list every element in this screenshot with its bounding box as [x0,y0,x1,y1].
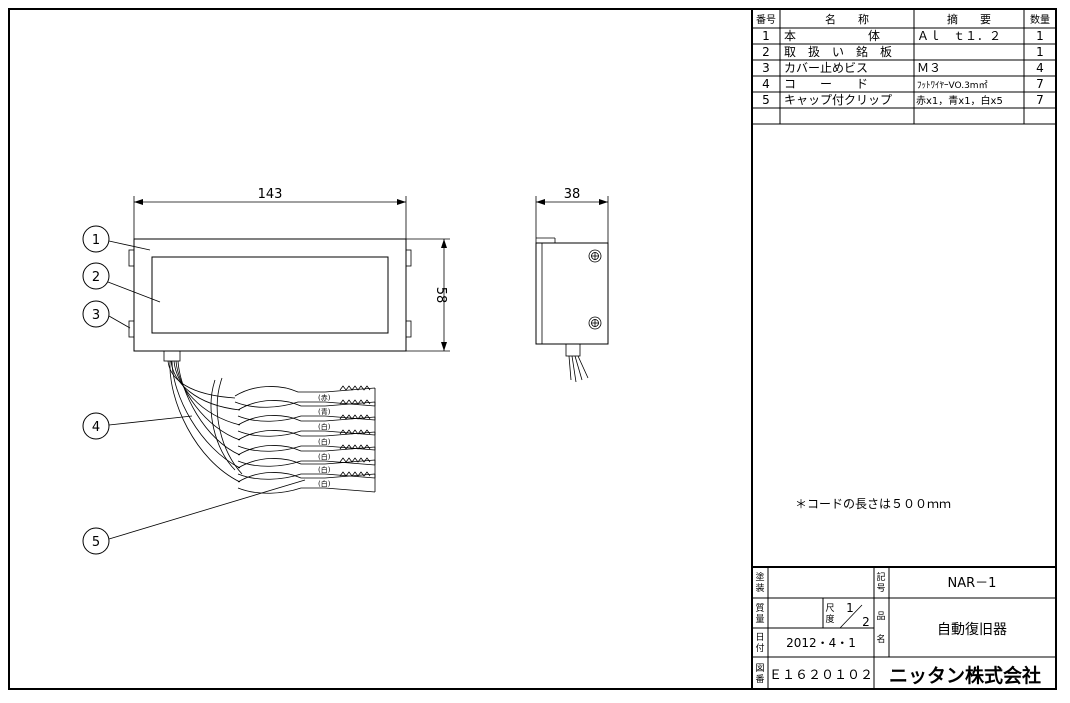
row-name: コ ー ド [784,77,868,91]
table-row: 5 キャップ付クリップ 赤x1，青x1，白x5 7 [762,93,1044,107]
clip-color-label: (白) [318,437,331,446]
row-spec: Ｍ３ [917,61,941,75]
row-no: 3 [762,61,770,75]
callout-1: 1 [82,225,151,253]
screw [405,249,412,267]
clip: (白) [237,444,376,467]
callout-3: 3 [82,300,131,329]
cord-gland [565,343,581,357]
table-row: 4 コ ー ド ﾌｯﾄﾜｲﾔｰVO.3m㎡ 7 [762,77,1044,91]
clip: (白) [237,414,376,437]
clip: (白) [237,471,376,494]
weight-label: 質量 [755,602,764,625]
width-dimension [133,196,407,239]
date-label: 日付 [755,632,764,654]
scale-numerator: 1 [846,601,854,615]
name-label: 品名 [876,611,885,645]
row-spec: 赤x1，青x1，白x5 [916,94,1003,107]
row-spec: ﾌｯﾄﾜｲﾔｰVO.3m㎡ [917,80,988,91]
cord-gland [163,350,181,362]
row-no: 2 [762,45,770,59]
company-name: ニッタン株式会社 [889,664,1041,687]
clip: (赤) [234,385,376,408]
date-value: 2012・4・1 [786,636,856,650]
scale-denominator: 2 [862,615,870,629]
header-spec: 摘 要 [947,12,991,26]
clip-color-label: (白) [318,465,331,474]
symbol-label: 記号 [876,571,885,594]
nameplate [151,256,389,334]
callout-number: 5 [92,535,100,550]
callout-number: 3 [92,308,100,323]
row-no: 5 [762,93,770,107]
clip-color-label: (赤) [318,394,331,402]
row-name: 本 体 [784,29,880,43]
row-no: 1 [762,29,770,43]
front-view [128,238,412,362]
clip-color-label: (白) [318,452,331,461]
device-body [133,238,407,352]
table-row: 2 取 扱 い 銘 板 1 [762,44,1044,59]
screw-head-icon [588,249,602,263]
width-dimension-label: 143 [258,187,283,202]
depth-dimension [535,196,609,243]
scale-label: 尺度 [825,603,834,625]
row-spec: Ａｌ ｔ１．２ [917,29,1001,43]
table-row: 1 本 体 Ａｌ ｔ１．２ 1 [762,29,1044,43]
finish-label: 塗装 [755,571,764,594]
sheet-border [8,8,1057,690]
clip: (白) [237,457,376,480]
drawing-no-label: 図番 [755,663,764,685]
clip: (青) [237,399,376,422]
side-view [535,237,609,383]
row-no: 4 [762,77,770,91]
symbol-value: NAR－1 [948,576,997,591]
table-row: 3 カバー止めビス Ｍ３ 4 [762,61,1044,75]
row-name: カバー止めビス [784,61,868,75]
cord-bundle [167,360,243,483]
row-qty: 7 [1036,77,1044,91]
callout-number: 4 [92,420,100,435]
row-name: 取 扱 い 銘 板 [784,44,892,59]
row-qty: 7 [1036,93,1044,107]
row-qty: 4 [1036,61,1044,75]
callout-5: 5 [82,479,306,555]
callout-4: 4 [82,412,193,440]
screw [128,320,135,338]
product-name: 自動復旧器 [937,621,1007,638]
row-qty: 1 [1036,29,1044,43]
parts-table: 番号 名 称 摘 要 数量 1 本 体 Ａｌ ｔ１．２ 1 2 取 扱 い 銘 … [752,9,1056,125]
callout-2: 2 [82,262,161,303]
screw [128,249,135,267]
height-dimension-label: 58 [433,287,448,304]
header-name: 名 称 [825,12,869,26]
callout-number: 2 [92,270,100,285]
clip: (白) [237,429,376,452]
header-no: 番号 [756,14,776,26]
depth-dimension-label: 38 [564,187,581,202]
screw-head-icon [588,316,602,330]
clip-color-label: (白) [318,422,331,431]
row-name: キャップ付クリップ [784,93,892,107]
cord-length-note: ＊コードの長さは５００ｍｍ [795,497,951,511]
height-dimension [406,238,450,352]
drawing-number: Ｅ１６２０１０２ [769,668,873,683]
header-qty: 数量 [1030,13,1050,26]
screw [405,320,412,338]
row-qty: 1 [1036,45,1044,59]
title-block [752,566,1056,689]
clip-color-label: (青) [318,407,331,416]
callout-number: 1 [92,233,100,248]
cord [568,355,589,383]
clip-color-label: (白) [318,479,331,488]
